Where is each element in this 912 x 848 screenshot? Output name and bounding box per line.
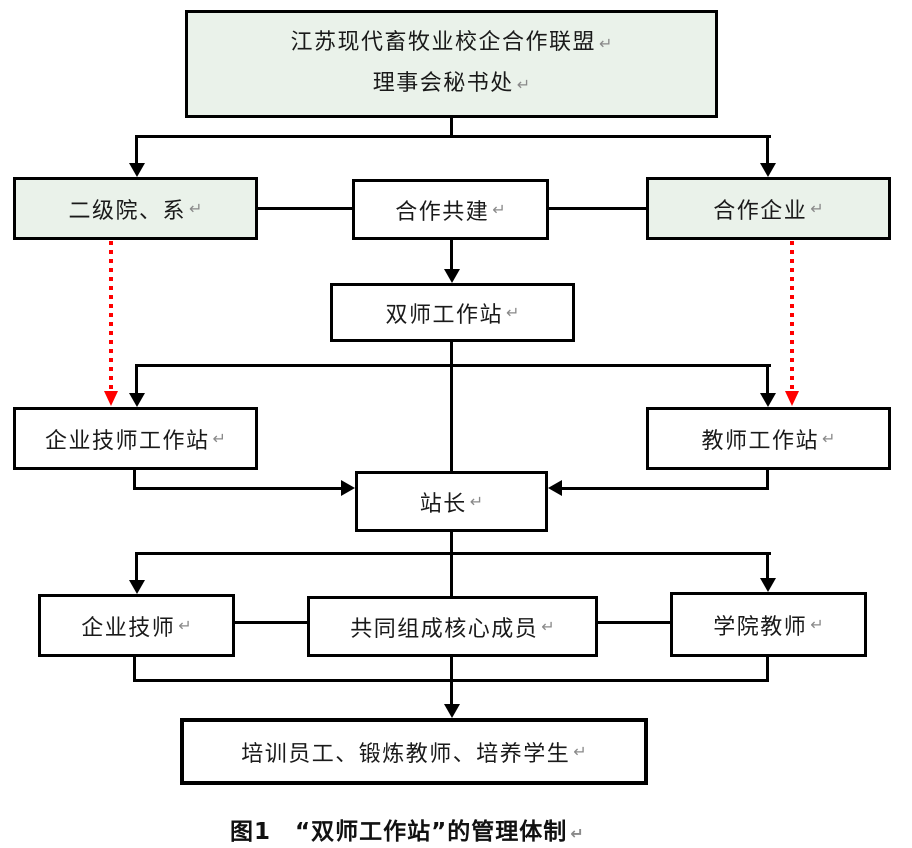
node-dual-teacher-station: 双师工作站↵ xyxy=(330,283,575,342)
return-mark: ↵ xyxy=(573,742,587,761)
return-mark: ↵ xyxy=(822,429,836,448)
node-enterprise-technicians: 企业技师↵ xyxy=(38,594,235,657)
node-label: 企业技师工作站 xyxy=(45,428,210,454)
figure-caption: 图1 “双师工作站”的管理体制↵ xyxy=(230,812,584,846)
return-mark: ↵ xyxy=(516,75,531,94)
return-mark: ↵ xyxy=(810,615,824,634)
arrowhead-dualstation xyxy=(444,269,460,283)
arrowhead-ent-technicians xyxy=(129,580,145,594)
connector-to-ent-technicians xyxy=(135,552,138,582)
connector-dualstation-chief xyxy=(450,341,453,472)
node-label: 学院教师 xyxy=(713,614,808,640)
return-mark: ↵ xyxy=(599,34,613,53)
node-enterprise-technician-station: 企业技师工作站↵ xyxy=(13,407,258,470)
return-mark: ↵ xyxy=(212,429,226,448)
node-label: 江苏现代畜牧业校企合作联盟 xyxy=(290,30,597,55)
return-mark: ↵ xyxy=(541,617,555,636)
node-label: 培训员工、锻炼教师、培养学生 xyxy=(241,741,571,767)
connector-to-ent-tech-station xyxy=(135,364,138,396)
node-label: 理事会秘书处 xyxy=(372,71,514,96)
connector-cobuild-dualstation xyxy=(450,238,453,272)
red-arrowhead-left xyxy=(104,391,118,406)
node-teacher-station: 教师工作站↵ xyxy=(646,407,891,470)
connector-core-outcomes xyxy=(450,655,453,705)
connector-mid-branch xyxy=(135,364,771,367)
return-mark: ↵ xyxy=(492,200,506,219)
return-mark: ↵ xyxy=(570,824,584,843)
connector-lower-branch xyxy=(135,552,771,555)
arrowhead-to-enterprises xyxy=(760,163,776,177)
node-secretariat-line2: 理事会秘书处↵ xyxy=(373,64,530,105)
arrowhead-ent-tech-station xyxy=(129,393,145,407)
connector-entstation-chief xyxy=(133,487,341,490)
connector-secretariat-down xyxy=(450,117,453,137)
return-mark: ↵ xyxy=(189,199,203,218)
node-station-chief: 站长↵ xyxy=(355,471,548,532)
node-departments: 二级院、系↵ xyxy=(13,177,258,240)
node-co-build: 合作共建↵ xyxy=(352,179,549,240)
connector-enttech-merge xyxy=(133,655,136,682)
node-label: 站长 xyxy=(419,491,467,517)
arrowhead-chief-right xyxy=(548,480,562,496)
node-outcomes: 培训员工、锻炼教师、培养学生↵ xyxy=(180,718,648,785)
red-arrowhead-right xyxy=(785,391,799,406)
connector-departments-cobuild xyxy=(255,207,354,210)
node-label: 双师工作站 xyxy=(385,302,504,328)
connector-core-college xyxy=(596,621,672,624)
node-label: 二级院、系 xyxy=(68,198,187,224)
node-label: 共同组成核心成员 xyxy=(350,616,539,642)
connector-top-branch xyxy=(135,135,771,138)
node-secretariat: 江苏现代畜牧业校企合作联盟↵ 理事会秘书处↵ xyxy=(185,10,718,118)
red-dotted-line-left xyxy=(109,241,113,392)
connector-enttech-core xyxy=(233,621,309,624)
connector-college-merge xyxy=(766,655,769,682)
connector-chief-core xyxy=(450,530,453,598)
connector-entstation-down xyxy=(133,468,136,490)
connector-to-teacher-station xyxy=(766,364,769,396)
connector-teacherstation-chief xyxy=(562,487,769,490)
return-mark: ↵ xyxy=(469,492,484,511)
arrowhead-outcomes xyxy=(444,704,460,718)
return-mark: ↵ xyxy=(506,303,520,322)
node-label: 企业技师 xyxy=(81,615,176,641)
connector-to-departments xyxy=(135,135,138,166)
arrowhead-teacher-station xyxy=(760,393,776,407)
return-mark: ↵ xyxy=(178,616,192,635)
node-label: 合作共建 xyxy=(395,199,490,225)
arrowhead-chief-left xyxy=(341,480,355,496)
red-dotted-line-right xyxy=(790,241,794,392)
connector-to-college-teachers xyxy=(766,552,769,580)
connector-cobuild-enterprises xyxy=(547,207,648,210)
node-core-members: 共同组成核心成员↵ xyxy=(307,596,598,657)
arrowhead-college-teachers xyxy=(760,578,776,592)
node-partner-enterprises: 合作企业↵ xyxy=(646,177,891,240)
return-mark: ↵ xyxy=(810,199,824,218)
connector-teacherstation-down xyxy=(766,468,769,490)
node-label: 教师工作站 xyxy=(701,428,820,454)
connector-to-enterprises xyxy=(766,135,769,166)
node-college-teachers: 学院教师↵ xyxy=(670,592,867,657)
arrowhead-to-departments xyxy=(129,163,145,177)
caption-text: 图1 “双师工作站”的管理体制 xyxy=(230,819,568,845)
node-label: 合作企业 xyxy=(713,198,808,224)
node-secretariat-line1: 江苏现代畜牧业校企合作联盟↵ xyxy=(291,23,613,64)
